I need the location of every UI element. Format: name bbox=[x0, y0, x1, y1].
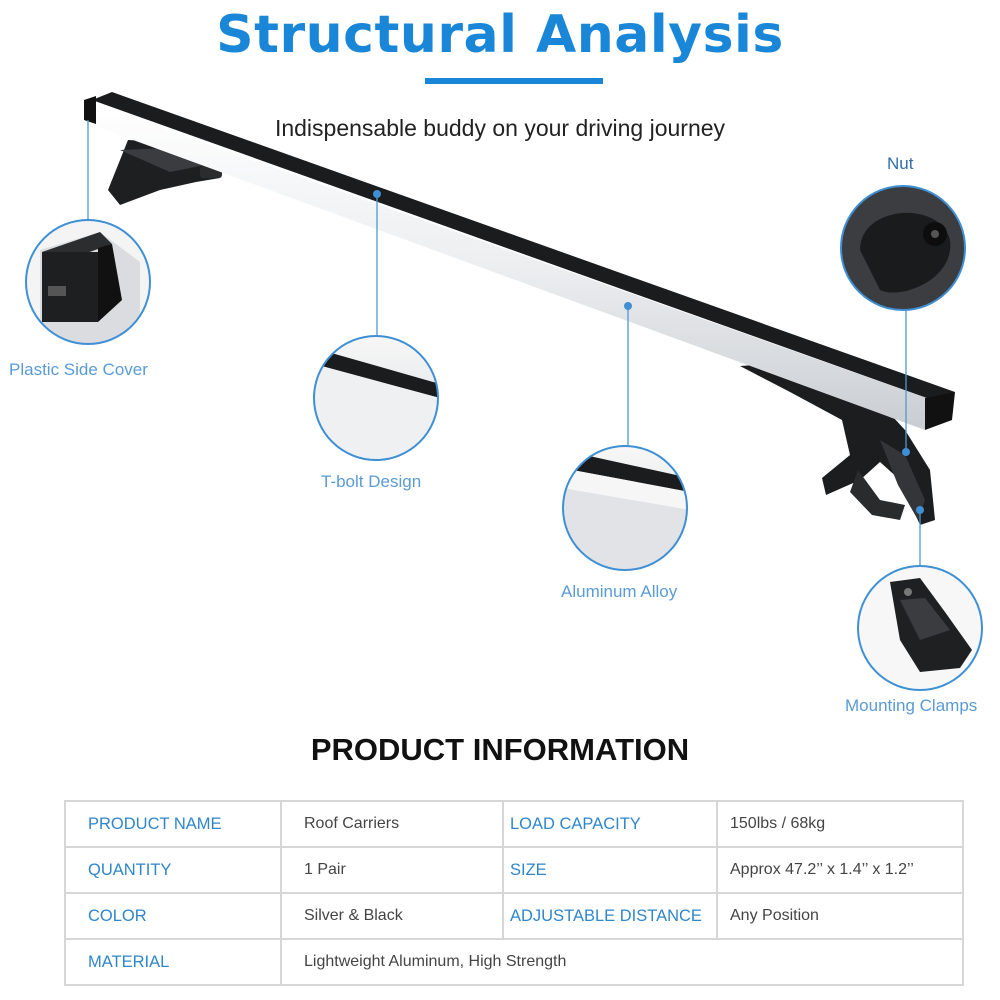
material-value: Lightweight Aluminum, High Strength bbox=[280, 938, 964, 986]
table-row: COLOR Silver & Black ADJUSTABLE DISTANCE… bbox=[64, 892, 964, 940]
nut-magnifier bbox=[840, 185, 966, 311]
quantity-key: QUANTITY bbox=[64, 846, 282, 894]
size-value: Approx 47.2’’ x 1.4’’ x 1.2’’ bbox=[716, 846, 964, 894]
t-bolt-design-magnifier bbox=[313, 335, 439, 461]
mounting-clamps-label: Mounting Clamps bbox=[845, 696, 978, 715]
page-subtitle: Indispensable buddy on your driving jour… bbox=[274, 115, 726, 141]
table-row: PRODUCT NAME Roof Carriers LOAD CAPACITY… bbox=[64, 800, 964, 848]
load-capacity-value: 150lbs / 68kg bbox=[716, 800, 964, 848]
adjustable-distance-key: ADJUSTABLE DISTANCE bbox=[502, 892, 718, 940]
roof-rack-illustration bbox=[25, 92, 983, 691]
load-capacity-key: LOAD CAPACITY bbox=[502, 800, 718, 848]
product-info-table: PRODUCT NAME Roof Carriers LOAD CAPACITY… bbox=[64, 800, 964, 986]
mounting-clamps-magnifier bbox=[857, 565, 983, 691]
product-name-key: PRODUCT NAME bbox=[64, 800, 282, 848]
t-bolt-design-label: T-bolt Design bbox=[321, 472, 422, 491]
leader-dots bbox=[373, 190, 924, 514]
crossbar bbox=[84, 92, 955, 430]
aluminum-alloy-magnifier bbox=[562, 445, 688, 571]
plastic-side-cover-magnifier bbox=[25, 219, 151, 345]
table-row: QUANTITY 1 Pair SIZE Approx 47.2’’ x 1.4… bbox=[64, 846, 964, 894]
title-underline bbox=[425, 78, 603, 84]
size-key: SIZE bbox=[502, 846, 718, 894]
table-row: MATERIAL Lightweight Aluminum, High Stre… bbox=[64, 938, 964, 986]
leader-lines bbox=[87, 120, 921, 566]
plastic-side-cover-label: Plastic Side Cover bbox=[9, 360, 148, 379]
quantity-value: 1 Pair bbox=[280, 846, 504, 894]
aluminum-alloy-label: Aluminum Alloy bbox=[561, 582, 678, 601]
adjustable-distance-value: Any Position bbox=[716, 892, 964, 940]
material-key: MATERIAL bbox=[64, 938, 282, 986]
nut-label: Nut bbox=[887, 154, 914, 173]
color-key: COLOR bbox=[64, 892, 282, 940]
page-title: Structural Analysis bbox=[216, 5, 784, 65]
product-info-title: PRODUCT INFORMATION bbox=[310, 732, 690, 767]
product-name-value: Roof Carriers bbox=[280, 800, 504, 848]
color-value: Silver & Black bbox=[280, 892, 504, 940]
